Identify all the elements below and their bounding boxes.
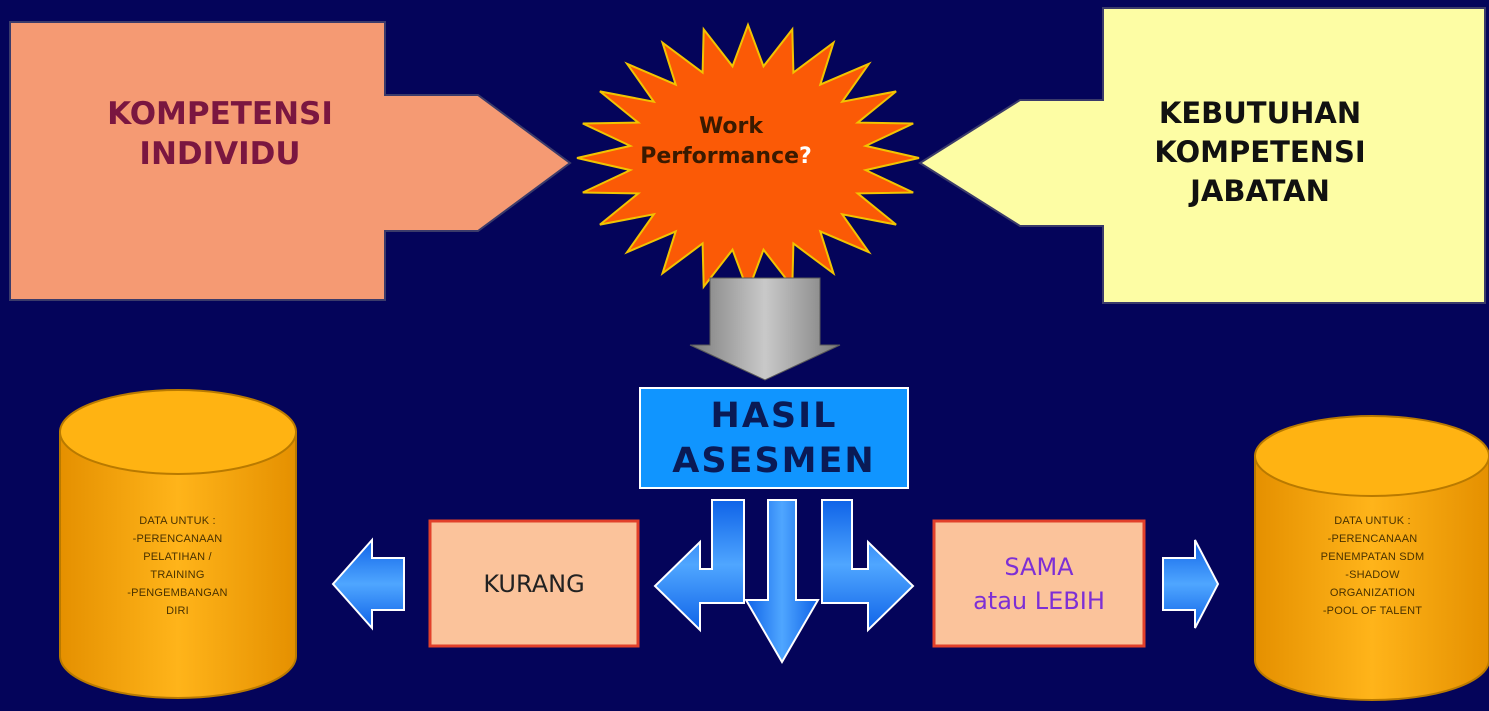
right-cylinder-text: DATA UNTUK : -PERENCANAAN PENEMPATAN SDM… — [1275, 512, 1470, 620]
result-box-label: HASIL ASESMEN — [672, 396, 876, 481]
cylinder-line: -SHADOW — [1345, 569, 1400, 581]
right-input-arrow — [918, 7, 1486, 304]
cylinder-line: PENEMPATAN SDM — [1320, 551, 1425, 563]
burst-line-1: Work — [698, 114, 764, 139]
small-arrow-left — [331, 537, 405, 631]
cylinder-line: TRAINING — [150, 569, 205, 581]
cylinder-line: PELATIHAN / — [143, 551, 212, 563]
small-arrow-right — [1162, 539, 1220, 629]
outcome-less-label: KURANG — [483, 569, 585, 598]
burst-line-2: Performance? — [556, 142, 896, 172]
cylinder-line: -POOL OF TALENT — [1322, 605, 1423, 617]
outcome-equal-line-1: SAMA — [1004, 552, 1074, 581]
bent-arrow-left — [653, 499, 745, 633]
cylinder-line: DIRI — [166, 605, 189, 617]
right-input-label: KEBUTUHAN KOMPETENSI JABATAN — [1154, 96, 1366, 208]
cylinder-line: DATA UNTUK : — [1334, 515, 1411, 527]
cylinder-line: -PENGEMBANGAN — [127, 587, 228, 599]
cylinder-line: -PERENCANAAN — [1327, 533, 1418, 545]
down-arrow-center — [744, 499, 820, 664]
right-cylinder — [1254, 415, 1489, 701]
cylinder-line: DATA UNTUK : — [139, 515, 216, 527]
left-cylinder — [59, 389, 297, 699]
outcome-equal-line-2: atau LEBIH — [973, 586, 1105, 615]
left-cylinder-text: DATA UNTUK : -PERENCANAAN PELATIHAN / TR… — [85, 512, 270, 620]
left-input-arrow — [9, 21, 572, 301]
bent-arrow-right — [821, 499, 915, 633]
result-box — [639, 387, 909, 489]
outcome-equal-label: SAMA atau LEBIH — [934, 521, 1144, 646]
outcome-less-box — [428, 519, 640, 648]
work-performance-label: Work Performance? — [596, 112, 896, 172]
left-input-label: KOMPETENSI INDIVIDU — [107, 96, 333, 172]
outcome-equal-box — [932, 519, 1146, 648]
cylinder-line: ORGANIZATION — [1329, 587, 1416, 599]
cylinder-line: -PERENCANAAN — [132, 533, 223, 545]
burst-line-2-text: Performance — [640, 144, 800, 169]
burst-question-mark: ? — [799, 144, 812, 169]
gray-down-arrow — [689, 277, 841, 381]
